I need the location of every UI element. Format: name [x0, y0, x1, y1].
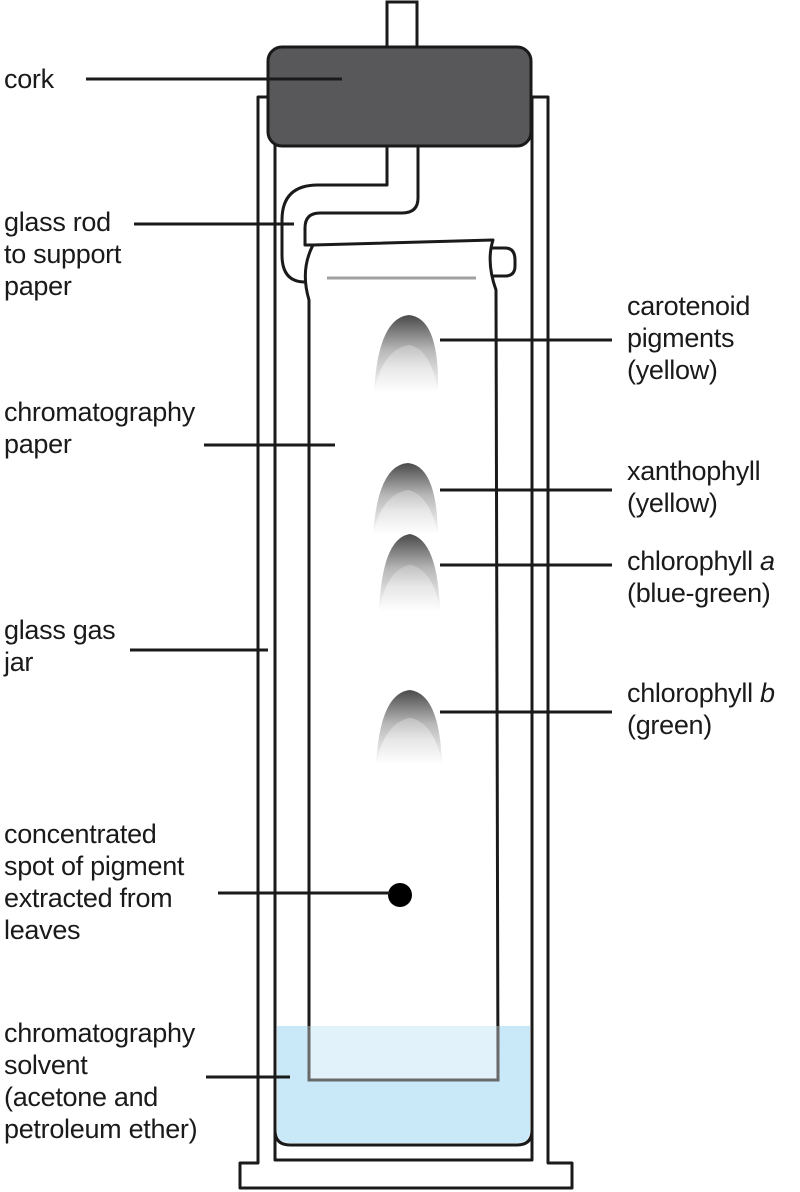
paper-in-solvent [309, 1026, 498, 1080]
leader-lines [86, 77, 612, 1079]
chlorophyll-a-letter: a [759, 546, 775, 576]
cork-text: cork [4, 64, 54, 94]
solvent-line-3: (acetone and [4, 1082, 159, 1112]
chlorophyll-a-band [379, 534, 440, 612]
label-chlorophyll-a: chlorophyll a (blue-green) [627, 545, 775, 609]
glass-rod-line-2: to support [4, 239, 122, 269]
chlorophyll-b-band-fill [376, 718, 442, 765]
xanthophyll-band [373, 463, 438, 535]
chlorophyll-b-name: chlorophyll [627, 678, 753, 708]
chlorophyll-a-line-1: chlorophyll a [627, 545, 775, 577]
xanthophyll-band-fill [373, 490, 438, 535]
spot-line-2: spot of pigment [4, 851, 185, 881]
paper-roll [488, 246, 517, 278]
label-glass-gas-jar: glass gas jar [4, 614, 116, 678]
label-chlorophyll-b: chlorophyll b (green) [627, 677, 775, 741]
xanthophyll-line-1: xanthophyll [627, 456, 761, 486]
chlorophyll-a-name: chlorophyll [627, 546, 753, 576]
carotenoid-line-2: pigments [627, 323, 735, 353]
glass-rod-line-1: glass rod [4, 207, 111, 237]
jar-line-2: jar [4, 647, 34, 677]
label-chromatography-paper: chromatography paper [4, 396, 195, 460]
chlorophyll-b-line-1: chlorophyll b [627, 677, 775, 709]
glass-rod-line-3: paper [4, 271, 72, 301]
carotenoid-band [374, 315, 439, 393]
carotenoid-band-fill [374, 345, 438, 393]
chlorophyll-a-band-fill [379, 565, 440, 612]
jar-inner-wall [273, 140, 534, 1147]
carotenoid-line-1: carotenoid [627, 291, 751, 321]
rod-top-stub [385, 0, 419, 50]
cork-block [266, 45, 533, 148]
label-glass-rod: glass rod to support paper [4, 206, 121, 302]
solvent-line-2: solvent [4, 1050, 88, 1080]
spot-line-1: concentrated [4, 819, 157, 849]
chlorophyll-b-letter: b [759, 678, 775, 708]
chlorophyll-a-color: (blue-green) [627, 578, 771, 608]
label-carotenoid: carotenoid pigments (yellow) [627, 290, 750, 386]
label-cork: cork [4, 63, 54, 95]
paper-line-1: chromatography [4, 397, 195, 427]
chlorophyll-b-color: (green) [627, 710, 712, 740]
label-pigment-spot: concentrated spot of pigment extracted f… [4, 818, 184, 946]
spot-line-4: leaves [4, 915, 81, 945]
label-xanthophyll: xanthophyll (yellow) [627, 455, 761, 519]
label-solvent: chromatography solvent (acetone and petr… [4, 1017, 198, 1145]
carotenoid-line-3: (yellow) [627, 355, 718, 385]
pigment-spot [388, 883, 412, 907]
solvent-line-1: chromatography [4, 1018, 195, 1048]
chlorophyll-b-band [376, 690, 442, 765]
xanthophyll-line-2: (yellow) [627, 488, 718, 518]
jar-outer-wall [238, 95, 574, 1190]
spot-line-3: extracted from [4, 883, 173, 913]
solvent-line-4: petroleum ether) [4, 1114, 198, 1144]
paper-line-2: paper [4, 429, 72, 459]
jar-line-1: glass gas [4, 615, 116, 645]
paper-edge-submerged [307, 1026, 500, 1082]
